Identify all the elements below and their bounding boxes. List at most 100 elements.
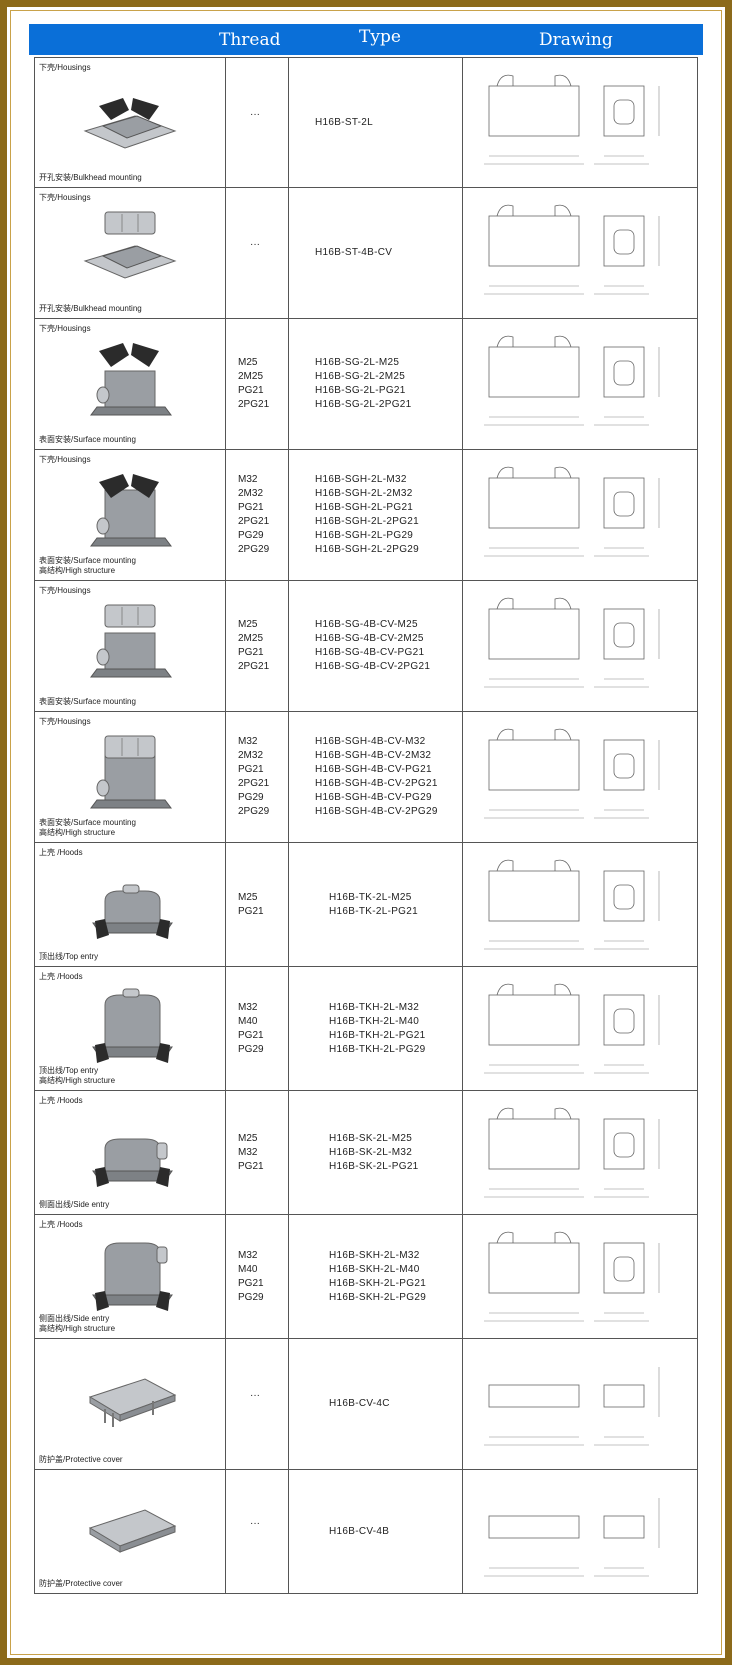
technical-drawing — [484, 597, 660, 688]
thread-value: PG29 — [238, 1043, 264, 1055]
drawing-cell — [462, 450, 698, 580]
header-drawing: Drawing — [539, 30, 613, 50]
mounting-line: 高结构/High structure — [39, 566, 116, 575]
thread-value: 2PG29 — [238, 544, 270, 555]
thread-list: ··· — [250, 108, 260, 122]
type-list: H16B-ST-2L — [315, 116, 373, 130]
type-code: H16B-SGH-2L-2PG21 — [315, 516, 420, 527]
mounting-line: 开孔安装/Bulkhead mounting — [39, 304, 142, 313]
type-code: H16B-SK-2L-M25 — [329, 1132, 413, 1144]
mounting-label: 开孔安装/Bulkhead mounting — [39, 304, 142, 314]
thread-value: M32 — [238, 474, 258, 485]
type-cell: H16B-CV-4B — [288, 1470, 462, 1593]
thread-value: M25 — [238, 357, 258, 368]
type-code: H16B-SK-2L-M32 — [329, 1146, 413, 1158]
product-cell: 上壳 /Hoods 顶出线/Top entry — [34, 843, 225, 966]
category-label: 下壳/Housings — [39, 63, 91, 72]
technical-drawing — [484, 1107, 660, 1198]
thread-value: PG21 — [238, 385, 264, 396]
category-label: 下壳/Housings — [39, 586, 91, 595]
technical-drawing — [484, 74, 660, 165]
thread-cell: ··· — [225, 188, 288, 318]
type-code: H16B-ST-2L — [315, 116, 374, 128]
type-code: H16B-TKH-2L-M32 — [329, 1001, 420, 1013]
drawing-cell — [462, 188, 698, 318]
thread-value: M32 — [238, 1001, 258, 1013]
thread-value: M25 — [238, 1132, 258, 1144]
table-row: 防护盖/Protective cover ··· H16B-CV-4B — [34, 1470, 698, 1594]
mounting-line: 侧面出线/Side entry — [39, 1200, 110, 1209]
thread-value: M40 — [238, 1015, 258, 1027]
product-photo — [92, 1242, 173, 1311]
product-cell: 下壳/Housings 开孔安装/Bulkhead mounting — [34, 188, 225, 318]
type-list: H16B-CV-4B — [329, 1525, 389, 1539]
mounting-line: 开孔安装/Bulkhead mounting — [39, 173, 142, 182]
type-code: H16B-SKH-2L-PG21 — [329, 1277, 427, 1289]
thread-value: 2M32 — [238, 750, 264, 761]
product-cell: 防护盖/Protective cover — [34, 1470, 225, 1593]
product-photo — [92, 1138, 173, 1187]
type-code: H16B-SGH-4B-CV-2PG21 — [315, 778, 438, 789]
thread-value: ··· — [250, 108, 260, 120]
thread-value: PG21 — [238, 502, 264, 513]
technical-drawing — [484, 1367, 660, 1446]
thread-value: PG21 — [238, 905, 264, 917]
category-label: 上壳 /Hoods — [39, 972, 83, 981]
technical-drawing — [484, 1231, 660, 1322]
category-label: 上壳 /Hoods — [39, 848, 83, 857]
thread-list: ··· — [250, 1517, 260, 1531]
type-code: H16B-SGH-2L-2PG29 — [315, 544, 420, 555]
type-code: H16B-SG-2L-2PG21 — [315, 399, 412, 410]
category-label: 下壳/Housings — [39, 193, 91, 202]
inner-border — [10, 10, 722, 1655]
product-cell: 下壳/Housings 表面安装/Surface mounting — [34, 581, 225, 711]
technical-drawing — [484, 466, 660, 557]
thread-list: ··· — [250, 238, 260, 252]
type-code: H16B-SG-4B-CV-2M25 — [315, 633, 424, 644]
type-code: H16B-TKH-2L-PG21 — [329, 1029, 426, 1041]
type-code: H16B-SG-2L-2M25 — [315, 371, 406, 382]
type-list: H16B-CV-4C — [329, 1397, 390, 1411]
mounting-line: 表面安装/Surface mounting — [39, 818, 136, 827]
type-code: H16B-SGH-4B-CV-2M32 — [315, 750, 432, 761]
technical-drawing — [484, 1498, 660, 1577]
mounting-line: 顶出线/Top entry — [39, 952, 99, 961]
table-row: 下壳/Housings 开孔安装/Bulkhead mounting ··· H16B… — [34, 57, 698, 188]
header-type: Type — [359, 27, 401, 47]
type-code: H16B-SGH-4B-CV-PG21 — [315, 764, 432, 775]
mounting-label: 防护盖/Protective cover — [39, 1455, 123, 1465]
drawing-cell — [462, 58, 698, 187]
thread-list: ··· — [250, 1389, 260, 1403]
type-code: H16B-SG-4B-CV-M25 — [315, 619, 418, 630]
technical-drawing — [484, 983, 660, 1074]
table-header: Thread Type Drawing — [29, 24, 703, 55]
category-label: 上壳 /Hoods — [39, 1220, 83, 1229]
type-code: H16B-SGH-4B-CV-2PG29 — [315, 806, 438, 817]
type-list: H16B-ST-4B-CV — [315, 246, 392, 260]
thread-value: M40 — [238, 1263, 258, 1275]
mounting-line: 表面安装/Surface mounting — [39, 697, 136, 706]
